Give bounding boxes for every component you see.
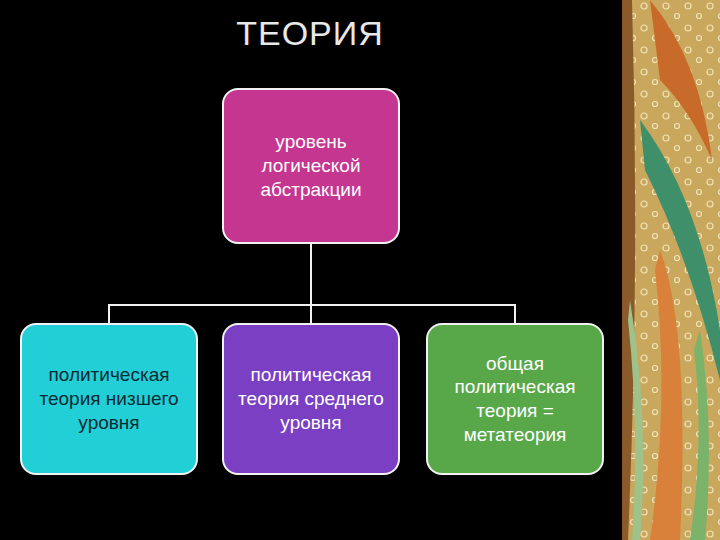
node-label: общая политическая теория = метатеория	[436, 352, 594, 447]
drape	[628, 300, 643, 540]
pattern-band	[622, 0, 720, 540]
tree-connector	[311, 244, 515, 323]
drape	[650, 250, 683, 540]
level-box: политическая теория низшего уровня	[20, 323, 198, 475]
root-box: уровень логической абстракции	[222, 88, 400, 244]
drape	[690, 330, 709, 540]
drape	[622, 0, 635, 540]
tree-connector	[109, 244, 311, 323]
node-label: политическая теория среднего уровня	[232, 363, 390, 434]
drape	[640, 120, 720, 380]
level-box: политическая теория среднего уровня	[222, 323, 400, 475]
node-label: уровень логической абстракции	[232, 130, 390, 201]
node-label: политическая теория низшего уровня	[30, 363, 188, 434]
drape	[650, 0, 712, 160]
level-box: общая политическая теория = метатеория	[426, 323, 604, 475]
slide-title: ТЕОРИЯ	[150, 14, 470, 53]
